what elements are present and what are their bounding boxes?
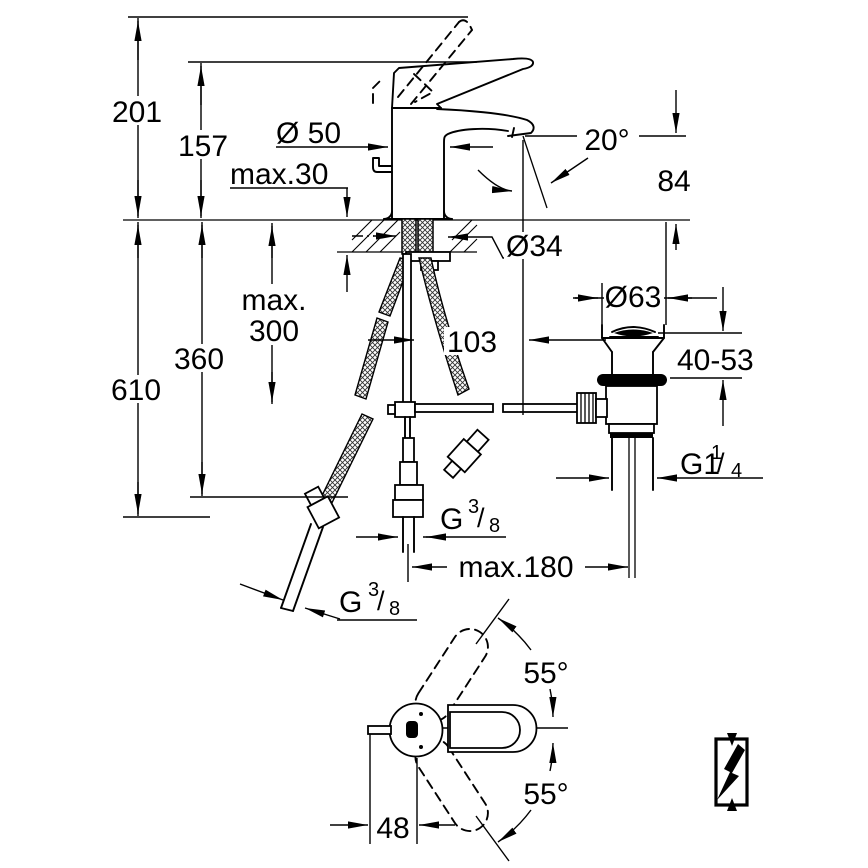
waste-knurled-knob — [576, 392, 608, 424]
hose-fitting-left — [303, 485, 341, 530]
svg-text:1: 1 — [711, 442, 722, 464]
label-55-upper: 55° — [523, 657, 568, 690]
dim-55-lower — [475, 742, 557, 862]
svg-text:8: 8 — [389, 598, 400, 620]
svg-text:8: 8 — [489, 515, 500, 537]
label-84: 84 — [657, 165, 690, 198]
supply-pipe — [280, 523, 324, 612]
dim-angle20 — [477, 135, 686, 415]
svg-text:G: G — [440, 503, 463, 536]
label-g38-lower: G 3 / 8 — [339, 579, 400, 620]
label-max: max. — [241, 284, 306, 317]
flex-hoses — [313, 257, 470, 518]
label-55-lower: 55° — [523, 778, 568, 811]
popup-rod-tab — [367, 725, 392, 735]
labels: 201 157 Ø 50 max.30 20° 84 Ø34 max. 300 … — [111, 96, 754, 845]
label-g114: G1 1 / 4 — [680, 442, 742, 482]
svg-text:/: / — [477, 503, 485, 533]
label-dia34: Ø34 — [506, 230, 563, 263]
svg-text:3: 3 — [368, 579, 379, 601]
dim-610 — [123, 222, 210, 518]
label-201: 201 — [112, 96, 162, 129]
rod-clamp — [394, 401, 416, 418]
dim-max30 — [230, 187, 351, 292]
label-360: 360 — [174, 343, 224, 376]
waste-tailpipe — [611, 437, 654, 578]
waste-lever-rod — [414, 403, 494, 413]
dim-g38-lower — [239, 583, 417, 621]
label-610: 610 — [111, 374, 161, 407]
centre-fitting — [392, 416, 424, 553]
label-157: 157 — [178, 130, 228, 163]
faucet-body — [372, 107, 535, 220]
shank-tube-left — [401, 218, 417, 255]
lightning-icon — [714, 733, 749, 811]
svg-text:G: G — [339, 586, 362, 619]
popup-waste-assembly — [576, 324, 667, 578]
label-dia50: Ø 50 — [276, 117, 341, 150]
label-max30: max.30 — [230, 158, 328, 191]
svg-text:/: / — [377, 586, 385, 616]
svg-text:3: 3 — [468, 496, 479, 518]
svg-text:4: 4 — [731, 460, 742, 482]
svg-text:G1: G1 — [680, 448, 720, 481]
top-view — [330, 598, 568, 862]
label-300: 300 — [249, 315, 299, 348]
side-view-faucet — [372, 19, 535, 220]
label-103: 103 — [447, 326, 497, 359]
hose-fitting-right — [442, 428, 490, 480]
waste-oring — [597, 374, 667, 386]
dim-48 — [330, 734, 455, 844]
waste-body — [605, 385, 658, 425]
dimensions — [123, 16, 763, 621]
supply-and-rod — [280, 218, 579, 612]
label-40-53: 40-53 — [677, 344, 754, 377]
label-backgrounds — [104, 96, 698, 403]
popup-knob — [372, 157, 393, 173]
label-dia63: Ø63 — [605, 281, 662, 314]
handle-raised-dashed — [372, 19, 473, 105]
label-20deg: 20° — [584, 124, 629, 157]
handle-lever — [391, 57, 535, 109]
handle-lever-top — [449, 711, 521, 749]
label-g38-centre: G 3 / 8 — [440, 496, 500, 537]
label-48: 48 — [376, 812, 409, 845]
svg-text:/: / — [717, 448, 725, 478]
dim-max180 — [407, 544, 628, 582]
dim-40-53 — [658, 287, 742, 426]
popup-rod — [402, 253, 412, 404]
dim-55-upper — [475, 598, 557, 718]
label-max180: max.180 — [458, 551, 573, 584]
shank-tube-right — [417, 218, 434, 255]
